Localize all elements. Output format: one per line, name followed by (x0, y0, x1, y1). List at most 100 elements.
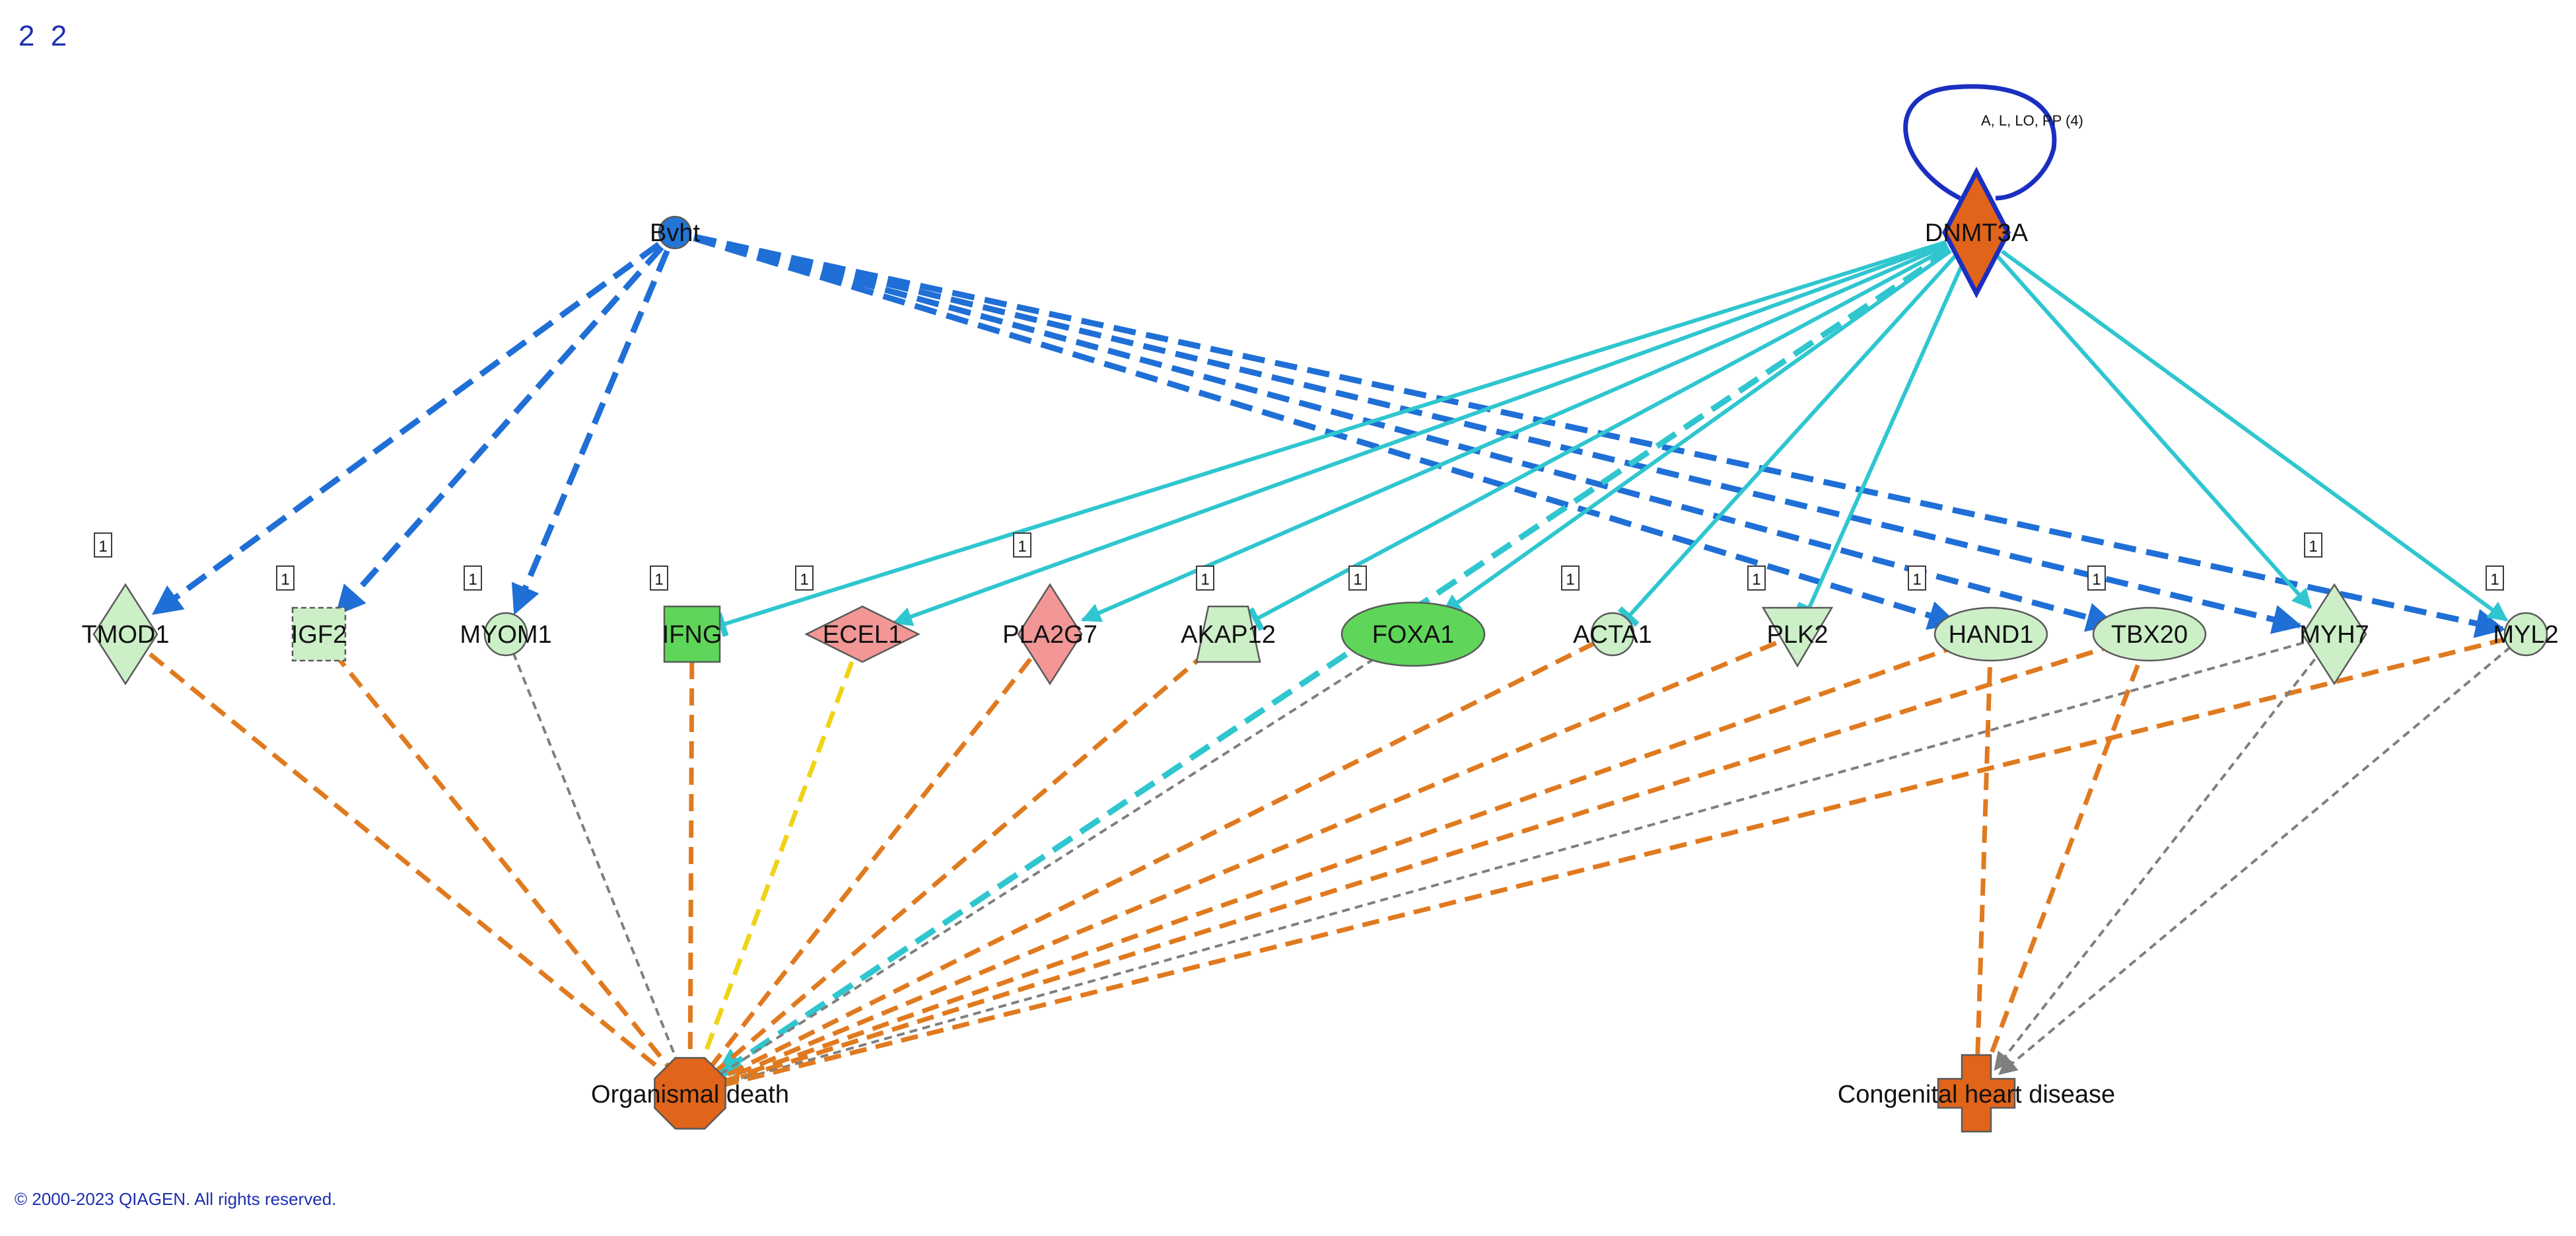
acta1-shape (1590, 612, 1635, 657)
edge-dnmt3a-plk2 (1796, 260, 1966, 617)
tmod1-shape (92, 583, 158, 686)
page-number: 2 2 (18, 20, 71, 52)
svg-text:1: 1 (98, 538, 107, 556)
hand1-count-badge: 1 (1908, 565, 1926, 591)
edge-bvht-myl2 (693, 233, 2506, 638)
myom1-shape (483, 612, 528, 657)
svg-text:1: 1 (1912, 571, 1921, 589)
edge-akap12-organismal_death (713, 650, 1209, 1075)
edge-ecel1-organismal_death (699, 661, 854, 1065)
edge-igf2-organismal_death (331, 651, 672, 1070)
edge-dnmt3a-ecel1 (892, 241, 1947, 626)
node-ecel1[interactable]: ECEL1 1 (795, 565, 921, 663)
myl2-count-badge: 1 (2486, 565, 2504, 591)
dnmt3a-label: DNMT3A (1925, 219, 2029, 247)
myom1-count-badge: 1 (464, 565, 482, 591)
foxa1-label: FOXA1 (1372, 621, 1455, 649)
ecel1-count-badge: 1 (795, 565, 814, 591)
edge-bvht-igf2 (335, 245, 664, 616)
igf2-count-badge: 1 (276, 565, 295, 591)
organismal_death-shape (654, 1057, 726, 1130)
svg-text:1: 1 (1201, 571, 1209, 589)
edge-myh7-congenital_heart_disease (1994, 658, 2316, 1071)
edge-hand1-organismal_death (719, 643, 1961, 1085)
svg-text:1: 1 (468, 571, 477, 589)
node-acta1[interactable]: ACTA1 1 (1561, 565, 1652, 657)
myl2-label: MYL2 (2493, 621, 2558, 649)
svg-text:1: 1 (281, 571, 289, 589)
edge-dnmt3a-myh7 (1996, 254, 2313, 609)
node-bvht[interactable]: Bvht (650, 215, 700, 250)
node-akap12[interactable]: AKAP12 1 (1181, 565, 1276, 663)
hand1-shape (1933, 606, 2048, 662)
igf2-shape (291, 606, 347, 662)
dnmt3a-self-loop (1903, 84, 2057, 201)
node-ifng[interactable]: IFNG 1 (650, 565, 722, 663)
ecel1-shape (804, 605, 921, 663)
svg-text:1: 1 (1566, 571, 1574, 589)
pla2g7-shape (1017, 583, 1083, 686)
edge-dnmt3a-organismal_death (714, 247, 1952, 1079)
edge-hand1-congenital_heart_disease (1974, 667, 1992, 1064)
edge-bvht-hand1 (693, 235, 1959, 630)
edge-myom1-organismal_death (512, 652, 679, 1065)
node-myl2[interactable]: MYL2 1 (2486, 565, 2559, 657)
myh7-shape (2301, 583, 2367, 686)
ifng-count-badge: 1 (650, 565, 668, 591)
tmod1-label: TMOD1 (82, 621, 170, 649)
svg-text:1: 1 (2309, 538, 2317, 556)
node-congenital_heart_disease[interactable]: Congenital heart disease (1838, 1054, 2115, 1133)
edge-myl2-congenital_heart_disease (1998, 645, 2512, 1075)
edge-dnmt3a-pla2g7 (1080, 243, 1949, 622)
foxa1-count-badge: 1 (1348, 565, 1367, 591)
edge-tbx20-organismal_death (719, 641, 2119, 1086)
acta1-label: ACTA1 (1573, 621, 1652, 649)
myh7-label: MYH7 (2299, 621, 2369, 649)
tmod1-count-badge: 1 (94, 532, 112, 558)
edge-plk2-organismal_death (718, 641, 1778, 1083)
dnmt3a-shape (1942, 166, 2011, 299)
node-pla2g7[interactable]: PLA2G7 1 (1002, 532, 1097, 686)
node-myh7[interactable]: MYH7 1 (2299, 532, 2369, 686)
akap12-shape (1195, 605, 1261, 663)
ifng-shape (663, 605, 721, 663)
edge-myh7-organismal_death (720, 641, 2305, 1087)
ecel1-label: ECEL1 (823, 621, 902, 649)
edge-dnmt3a-acta1 (1617, 254, 1957, 627)
edge-bvht-myom1 (511, 249, 670, 615)
tbx20-count-badge: 1 (2087, 565, 2106, 591)
edge-myl2-organismal_death (720, 636, 2507, 1088)
svg-text:1: 1 (654, 571, 663, 589)
svg-text:1: 1 (1018, 538, 1026, 556)
pla2g7-label: PLA2G7 (1002, 621, 1097, 649)
node-tmod1[interactable]: TMOD1 1 (82, 532, 170, 686)
edge-dnmt3a-myl2 (2000, 249, 2509, 622)
svg-text:1: 1 (800, 571, 808, 589)
node-organismal_death[interactable]: Organismal death (591, 1057, 789, 1130)
congenital_heart_disease-shape (1937, 1054, 2016, 1133)
bvht-shape (658, 215, 692, 250)
ifng-label: IFNG (662, 621, 722, 649)
node-foxa1[interactable]: FOXA1 1 (1340, 565, 1486, 667)
tbx20-shape (2092, 606, 2207, 662)
myl2-shape (2503, 612, 2548, 657)
edge-dnmt3a-foxa1 (1442, 249, 1952, 614)
plk2-label: PLK2 (1767, 621, 1828, 649)
edge-foxa1-organismal_death (716, 651, 1386, 1077)
edge-tbx20-congenital_heart_disease (1984, 664, 2140, 1066)
edge-acta1-organismal_death (717, 641, 1596, 1081)
edges-layer (149, 84, 2512, 1088)
edge-ifng-organismal_death (687, 661, 695, 1062)
pla2g7-count-badge: 1 (1013, 532, 1031, 558)
edge-bvht-myh7 (693, 234, 2303, 634)
akap12-label: AKAP12 (1181, 621, 1276, 649)
edge-pla2g7-organismal_death (707, 657, 1033, 1070)
